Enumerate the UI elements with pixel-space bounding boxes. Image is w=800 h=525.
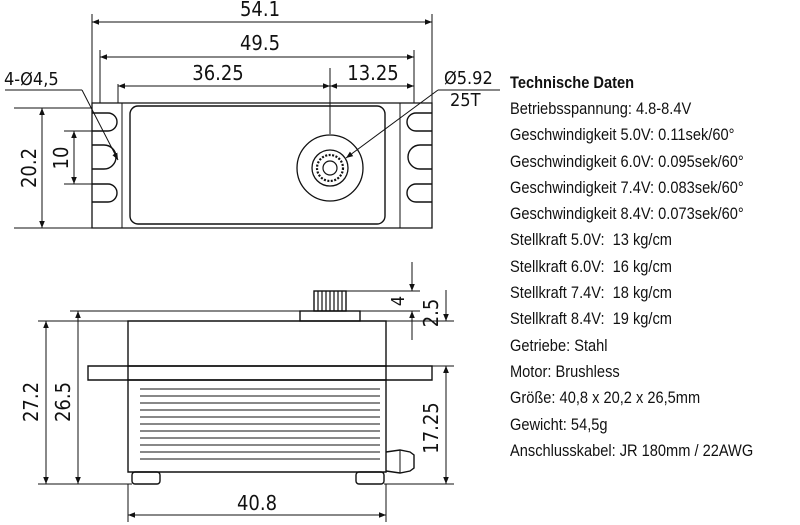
specs-title: Technische Daten (510, 73, 635, 92)
dim-shaft-offset-left: 36.25 (192, 61, 244, 85)
side-dimension-labels: 27.2 26.5 4 2.5 17.25 40.8 (19, 296, 443, 515)
spline-teeth (315, 153, 345, 183)
dim-spline-teeth: 25T (450, 90, 481, 111)
spec-torque-8-4v: Stellkraft 8.4V: 19 kg/cm (510, 309, 672, 329)
dim-spline-diameter: Ø5.92 (444, 68, 493, 89)
dim-spline-height: 4 (388, 296, 409, 306)
mounting-flange-outline (91, 102, 433, 229)
dim-body-depth: 20.2 (17, 148, 41, 188)
spec-operating-voltage: Betriebsspannung: 4.8-8.4V (510, 99, 692, 118)
top-view (91, 102, 433, 229)
dim-flange-height: 17.25 (419, 402, 443, 454)
spec-torque-7-4v: Stellkraft 7.4V: 18 kg/cm (510, 283, 672, 303)
spline-outer (311, 149, 349, 187)
spec-motor: Motor: Brushless (510, 361, 620, 381)
side-dimensions (38, 262, 454, 522)
left-bottom-slot (92, 183, 118, 203)
dim-total-height: 27.2 (19, 382, 43, 422)
spec-speed-6v: Geschwindigkeit 6.0V: 0.095sek/60° (510, 151, 744, 171)
left-top-slot (92, 112, 118, 132)
top-dimensions (5, 14, 500, 229)
technical-specs-panel: Technische Daten Betriebsspannung: 4.8-8… (510, 70, 800, 464)
side-view (87, 290, 433, 485)
right-top-slot (406, 112, 432, 132)
spec-torque-6v: Stellkraft 6.0V: 16 kg/cm (510, 256, 672, 276)
cooling-fins (140, 388, 380, 460)
spec-speed-7-4v: Geschwindigkeit 7.4V: 0.083sek/60° (510, 177, 744, 197)
servo-case-upper (127, 320, 387, 367)
left-foot (131, 471, 161, 485)
servo-case-top (129, 105, 386, 225)
dim-slot-spacing: 10 (49, 147, 73, 170)
dim-shaft-offset-right: 13.25 (347, 61, 399, 85)
spec-torque-5v: Stellkraft 5.0V: 13 kg/cm (510, 230, 672, 250)
spec-size: Größe: 40,8 x 20,2 x 26,5mm (510, 388, 701, 408)
right-side-notch (407, 144, 432, 170)
mounting-flange-side (87, 365, 433, 381)
spline-center (322, 160, 338, 176)
dim-body-height: 26.5 (51, 382, 75, 422)
dim-mount-holes: 4-Ø4,5 (4, 69, 59, 90)
dim-horn-boss-height: 2.5 (419, 299, 443, 328)
spec-cable: Anschlusskabel: JR 180mm / 22AWG (510, 440, 754, 460)
output-boss (296, 134, 364, 202)
cable-exit (385, 449, 415, 474)
spec-gears: Getriebe: Stahl (510, 335, 608, 355)
dim-body-length: 40.8 (237, 491, 277, 515)
top-dimension-labels: 54.1 49.5 36.25 13.25 4-Ø4,5 Ø5.92 25T 2… (4, 0, 493, 188)
servo-case-lower (127, 379, 387, 473)
spec-speed-8-4v: Geschwindigkeit 8.4V: 0.073sek/60° (510, 204, 744, 224)
right-foot (355, 471, 385, 485)
spec-weight: Gewicht: 54,5g (510, 414, 608, 434)
right-bottom-slot (406, 183, 432, 203)
spec-speed-5v: Geschwindigkeit 5.0V: 0.11sek/60° (510, 125, 735, 145)
dim-hole-spacing: 49.5 (240, 31, 280, 55)
horn-boss-side (299, 310, 361, 322)
dim-overall-width: 54.1 (240, 0, 280, 21)
